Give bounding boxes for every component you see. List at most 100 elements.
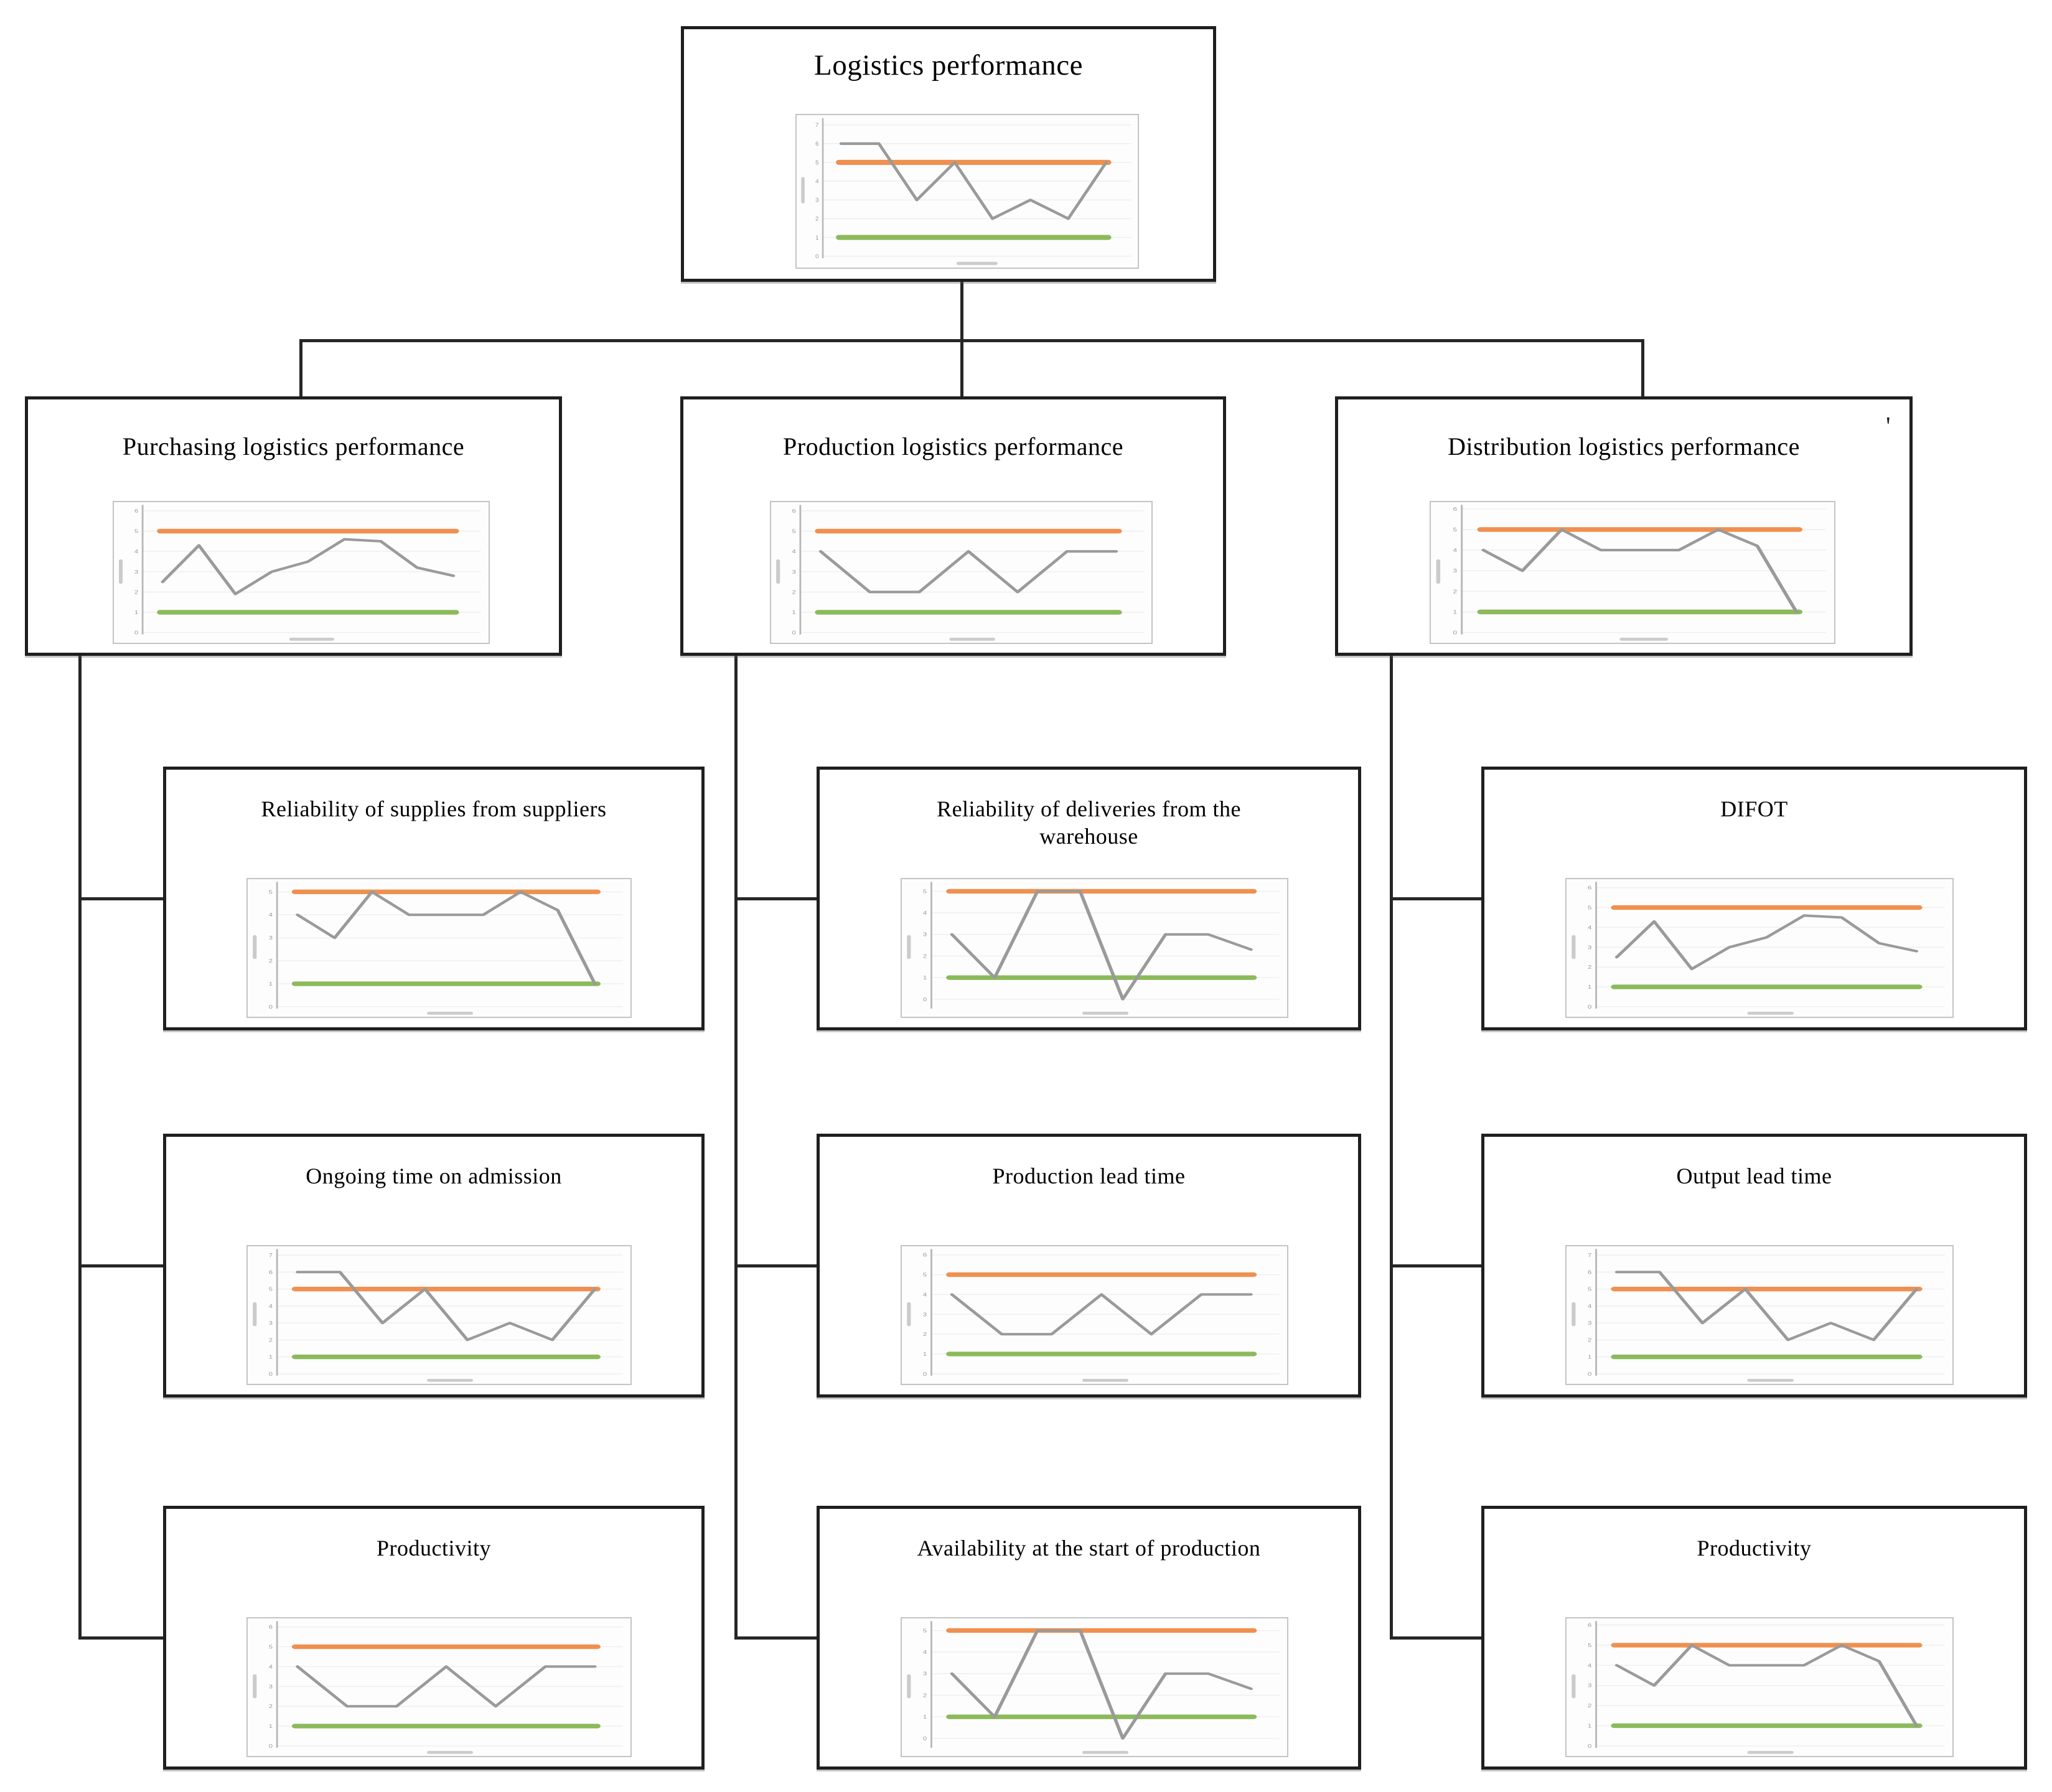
svg-text:4: 4	[134, 549, 139, 554]
svg-text:4: 4	[1453, 548, 1457, 553]
svg-text:5: 5	[1588, 1287, 1592, 1292]
svg-text:1: 1	[1453, 610, 1457, 615]
svg-text:7: 7	[269, 1253, 273, 1258]
svg-text:6: 6	[792, 508, 796, 514]
svg-text:5: 5	[134, 529, 139, 534]
svg-text:4: 4	[923, 1292, 927, 1298]
svg-text:5: 5	[923, 1272, 927, 1278]
connector-trunk-purchasing	[78, 655, 82, 1640]
svg-text:0: 0	[923, 1371, 927, 1377]
svg-text:2: 2	[1588, 1338, 1591, 1343]
svg-text:1: 1	[923, 1351, 927, 1357]
svg-text:2: 2	[815, 216, 819, 222]
svg-text:5: 5	[269, 1645, 273, 1650]
svg-text:2: 2	[1588, 1703, 1591, 1709]
svg-text:3: 3	[269, 1684, 273, 1690]
svg-text:3: 3	[1588, 945, 1592, 951]
svg-text:0: 0	[269, 1004, 273, 1010]
svg-text:4: 4	[1588, 1304, 1592, 1309]
svg-text:5: 5	[269, 1287, 273, 1292]
svg-text:2: 2	[923, 1332, 927, 1337]
svg-text:0: 0	[269, 1371, 273, 1377]
svg-text:6: 6	[1588, 1270, 1592, 1276]
svg-text:2: 2	[269, 1704, 273, 1709]
svg-text:0: 0	[1453, 630, 1457, 636]
svg-text:3: 3	[923, 932, 927, 938]
svg-text:7: 7	[1588, 1253, 1591, 1258]
svg-text:4: 4	[269, 1664, 273, 1670]
svg-text:0: 0	[815, 254, 819, 260]
svg-text:2: 2	[134, 589, 138, 595]
svg-text:4: 4	[815, 179, 819, 185]
svg-text:1: 1	[792, 610, 795, 615]
connector-stub	[78, 1636, 166, 1640]
svg-text:2: 2	[1588, 964, 1591, 970]
connector-stub	[1390, 897, 1484, 900]
svg-text:6: 6	[1588, 885, 1592, 891]
connector-drop-distribution	[1641, 339, 1644, 398]
svg-text:3: 3	[134, 569, 138, 575]
connector-stub	[1390, 1264, 1484, 1267]
connector-trunk-production	[734, 655, 738, 1640]
connector-stub	[734, 1264, 819, 1267]
connector-stub	[78, 1264, 166, 1267]
svg-text:3: 3	[1453, 569, 1457, 574]
svg-text:6: 6	[269, 1270, 273, 1276]
svg-text:1: 1	[269, 1724, 273, 1729]
connector-root-drop	[960, 282, 963, 342]
svg-text:6: 6	[815, 141, 819, 147]
svg-text:0: 0	[134, 630, 139, 636]
svg-text:0: 0	[923, 997, 927, 1002]
node-title: Productivity	[1697, 1536, 1812, 1561]
node-title: Productivity	[377, 1536, 491, 1561]
svg-text:4: 4	[1588, 925, 1592, 931]
svg-text:6: 6	[1453, 506, 1457, 512]
svg-text:4: 4	[923, 1650, 927, 1655]
node-title: Purchasing logistics performance	[122, 432, 465, 460]
connector-stub	[78, 897, 166, 900]
node-title: Availability at the start of production	[917, 1536, 1261, 1561]
svg-text:0: 0	[792, 630, 796, 636]
svg-text:3: 3	[815, 197, 819, 203]
node-kpi-availability-at-start: Availability at the start of production …	[817, 1506, 1361, 1770]
svg-text:4: 4	[792, 549, 796, 554]
svg-text:6: 6	[1588, 1623, 1592, 1628]
svg-text:4: 4	[923, 910, 927, 916]
connector-stub	[734, 897, 819, 900]
svg-text:1: 1	[923, 1714, 927, 1720]
node-title: Production logistics performance	[783, 432, 1123, 460]
svg-text:0: 0	[269, 1743, 273, 1749]
svg-text:2: 2	[269, 958, 273, 964]
connector-drop-production	[960, 339, 963, 398]
connector-drop-purchasing	[299, 339, 302, 398]
connector-main-rail	[299, 339, 1644, 342]
svg-text:2: 2	[792, 590, 795, 595]
svg-text:2: 2	[923, 1693, 927, 1699]
svg-text:7: 7	[815, 123, 819, 129]
